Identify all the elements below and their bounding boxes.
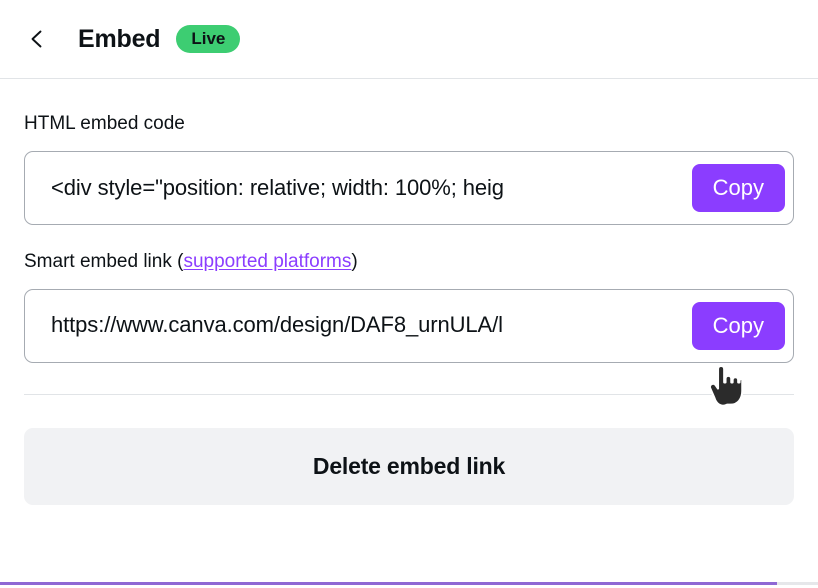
page-title: Embed (78, 24, 161, 53)
bottom-progress-bar (0, 582, 818, 585)
back-button[interactable] (20, 22, 54, 56)
panel-header: Embed Live (0, 0, 818, 79)
smart-embed-link-label-prefix: Smart embed link ( (24, 250, 184, 272)
copy-smart-embed-link-button[interactable]: Copy (691, 301, 785, 350)
section-divider (24, 393, 794, 395)
smart-embed-link-field[interactable]: https://www.canva.com/design/DAF8_urnULA… (24, 288, 794, 363)
copy-html-embed-code-button[interactable]: Copy (691, 163, 785, 212)
smart-embed-link-value[interactable]: https://www.canva.com/design/DAF8_urnULA… (51, 312, 503, 338)
html-embed-code-value[interactable]: <div style="position: relative; width: 1… (51, 174, 504, 200)
delete-embed-link-button[interactable]: Delete embed link (24, 427, 794, 505)
field-spacer (24, 225, 794, 251)
smart-embed-link-label: Smart embed link (supported platforms) (24, 251, 794, 274)
delete-section: Delete embed link (0, 395, 818, 505)
chevron-left-icon (26, 28, 48, 50)
smart-embed-link-label-suffix: ) (351, 250, 358, 272)
html-embed-code-field[interactable]: <div style="position: relative; width: 1… (24, 150, 794, 225)
embed-settings-content: HTML embed code <div style="position: re… (0, 79, 818, 395)
status-badge: Live (176, 25, 241, 53)
bottom-progress-fill (0, 582, 778, 585)
html-embed-code-label: HTML embed code (24, 113, 185, 134)
supported-platforms-link[interactable]: supported platforms (183, 250, 352, 272)
